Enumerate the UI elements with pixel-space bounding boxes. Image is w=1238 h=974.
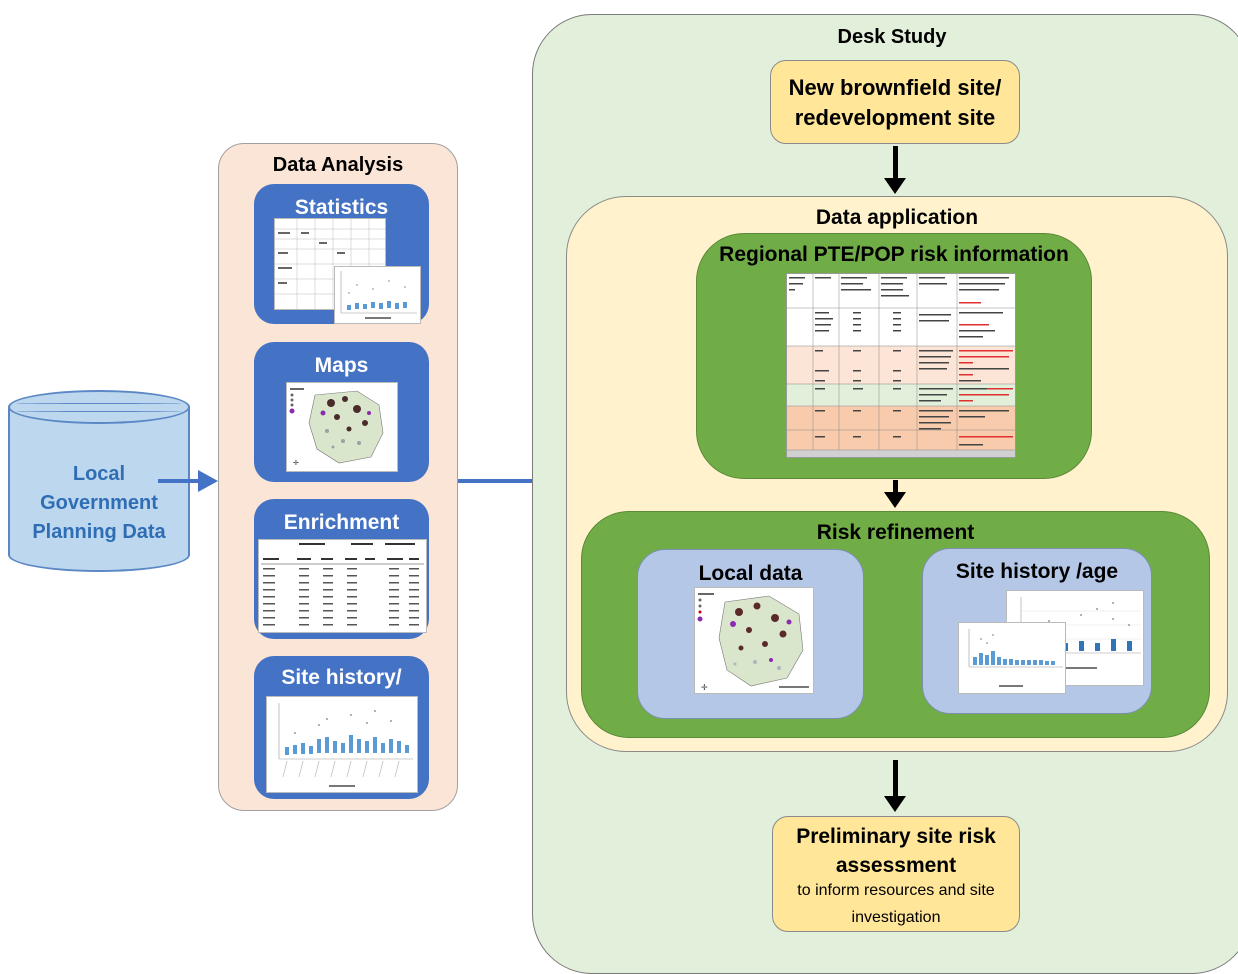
data-application-title: Data application — [815, 206, 979, 229]
statistics-boxplot-thumbnail — [334, 266, 421, 324]
data-analysis-panel: Data Analysis Statistics — [218, 143, 458, 811]
regional-risk-title: Regional PTE/POP risk information — [719, 243, 1069, 266]
arrow-application-down-head — [884, 796, 906, 812]
regional-risk-table — [786, 273, 1016, 458]
svg-text:✛: ✛ — [701, 683, 708, 692]
maps-card: Maps ✛ — [254, 342, 429, 482]
risk-refinement-title: Risk refinement — [816, 521, 975, 544]
arrow-new-site-down — [893, 146, 898, 180]
desk-study-title: Desk Study — [837, 26, 947, 48]
preliminary-assessment-title: Preliminary site risk assessment — [796, 825, 996, 877]
new-site-box — [770, 60, 1020, 144]
arrow-regional-down — [893, 480, 898, 494]
site-history-label: Site history/ — [281, 666, 402, 689]
arrow-regional-down-head — [884, 492, 906, 508]
site-history-boxplot-thumbnail — [266, 696, 418, 793]
arrow-to-analysis-head — [198, 470, 218, 492]
arrow-application-down — [893, 760, 898, 798]
svg-text:✛: ✛ — [293, 459, 299, 467]
site-history-age-label: Site history /age — [955, 560, 1119, 583]
site-history-card: Site history/ — [254, 656, 429, 799]
enrichment-card: Enrichment — [254, 499, 429, 639]
arrow-new-site-down-head — [884, 178, 906, 194]
enrichment-label: Enrichment — [283, 511, 400, 534]
site-history-boxplot-thumbnail-front — [958, 622, 1066, 694]
statistics-label: Statistics — [294, 196, 389, 219]
arrow-to-desk-study — [458, 479, 548, 483]
planning-data-label: Local Government Planning Data — [32, 463, 166, 543]
local-data-map-thumbnail: ✛ — [694, 587, 814, 694]
maps-label: Maps — [314, 354, 369, 377]
planning-data-cylinder: Local Government Planning Data — [8, 390, 190, 574]
new-site-label: New brownfield site/ redevelopment site — [788, 75, 1002, 130]
data-analysis-title: Data Analysis — [272, 154, 404, 176]
preliminary-assessment-subtitle: to inform resources and site investigati… — [797, 882, 995, 926]
local-data-label: Local data — [698, 562, 803, 585]
arrow-to-analysis — [158, 479, 200, 483]
maps-thumbnail: ✛ — [286, 382, 398, 472]
preliminary-assessment-box — [772, 816, 1020, 932]
enrichment-table-thumbnail — [258, 539, 427, 633]
statistics-card: Statistics — [254, 184, 429, 324]
